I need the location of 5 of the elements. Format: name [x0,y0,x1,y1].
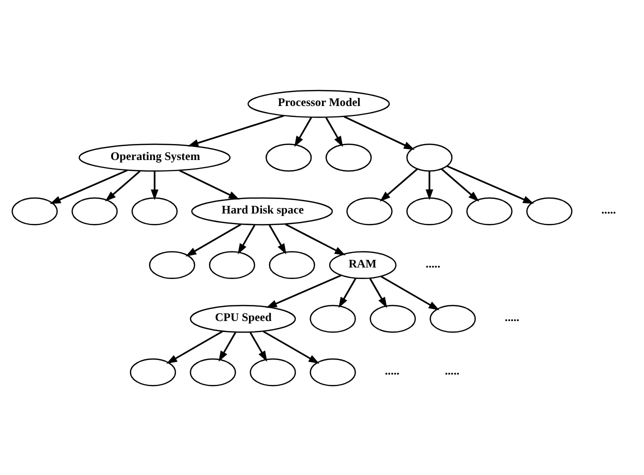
label: ..... [426,256,440,270]
label: ..... [444,364,460,378]
label: ..... [504,310,520,324]
label: ..... [601,203,616,216]
label: ..... [384,364,400,378]
